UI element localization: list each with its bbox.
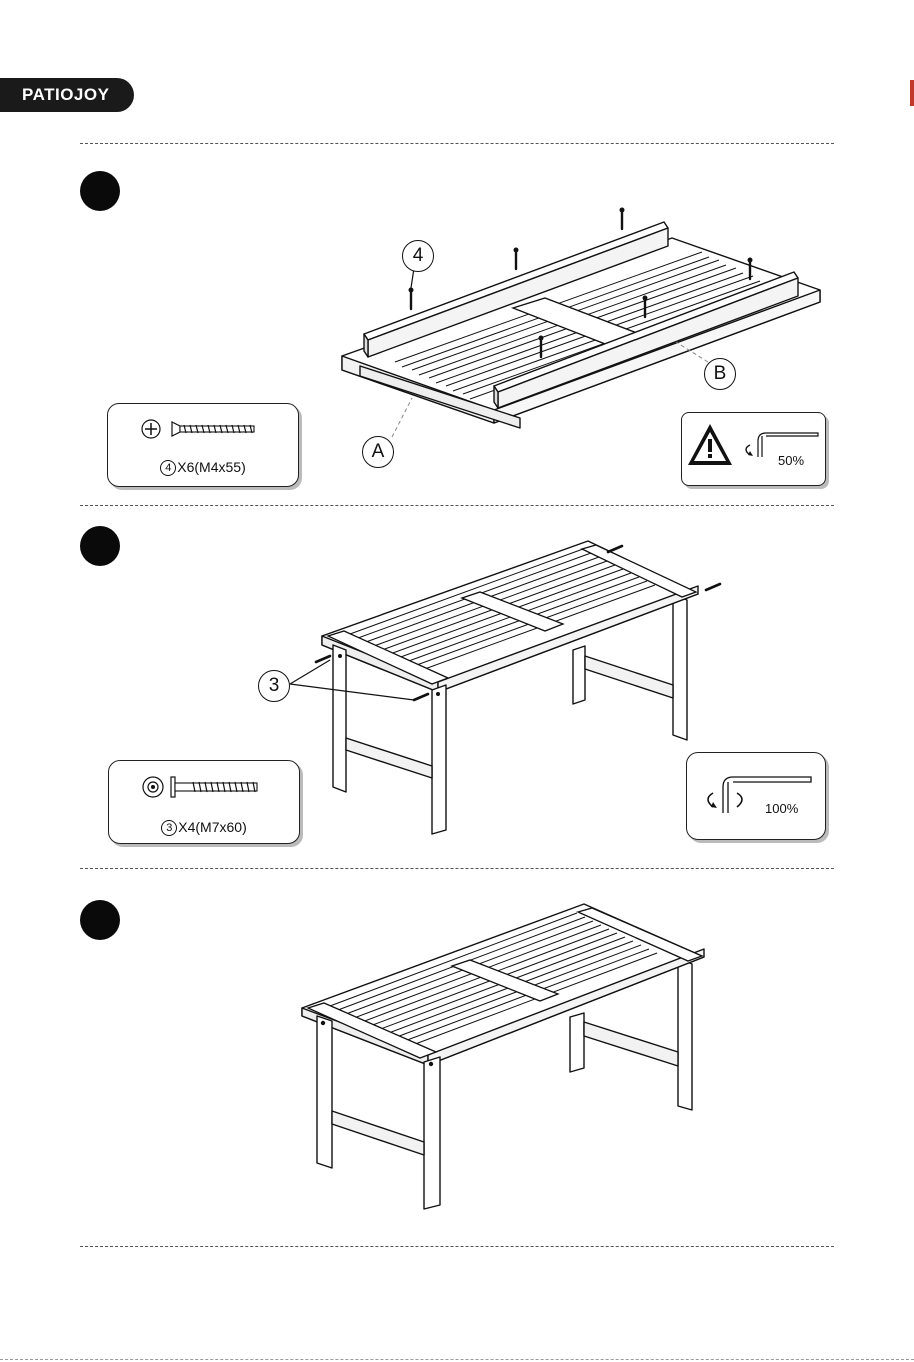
step-3-illustration — [0, 0, 914, 1362]
